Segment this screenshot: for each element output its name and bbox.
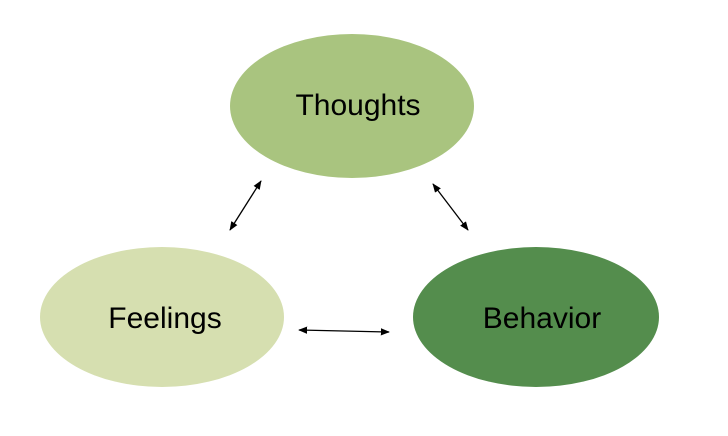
node-behavior-label: Behavior: [483, 302, 601, 335]
edge-thoughts-feelings-arrow: [229, 180, 262, 231]
node-behavior: Behavior: [413, 247, 659, 387]
edge-feelings-behavior-arrow: [298, 326, 390, 336]
node-feelings-shape: [40, 247, 284, 387]
node-feelings-label: Feelings: [108, 302, 221, 335]
edge-thoughts-behavior-arrow: [432, 183, 469, 231]
node-thoughts-label: Thoughts: [295, 89, 420, 122]
node-feelings: Feelings: [40, 247, 284, 387]
node-thoughts: Thoughts: [230, 34, 474, 178]
node-thoughts-shape: [230, 34, 474, 178]
node-behavior-shape: [413, 247, 659, 387]
